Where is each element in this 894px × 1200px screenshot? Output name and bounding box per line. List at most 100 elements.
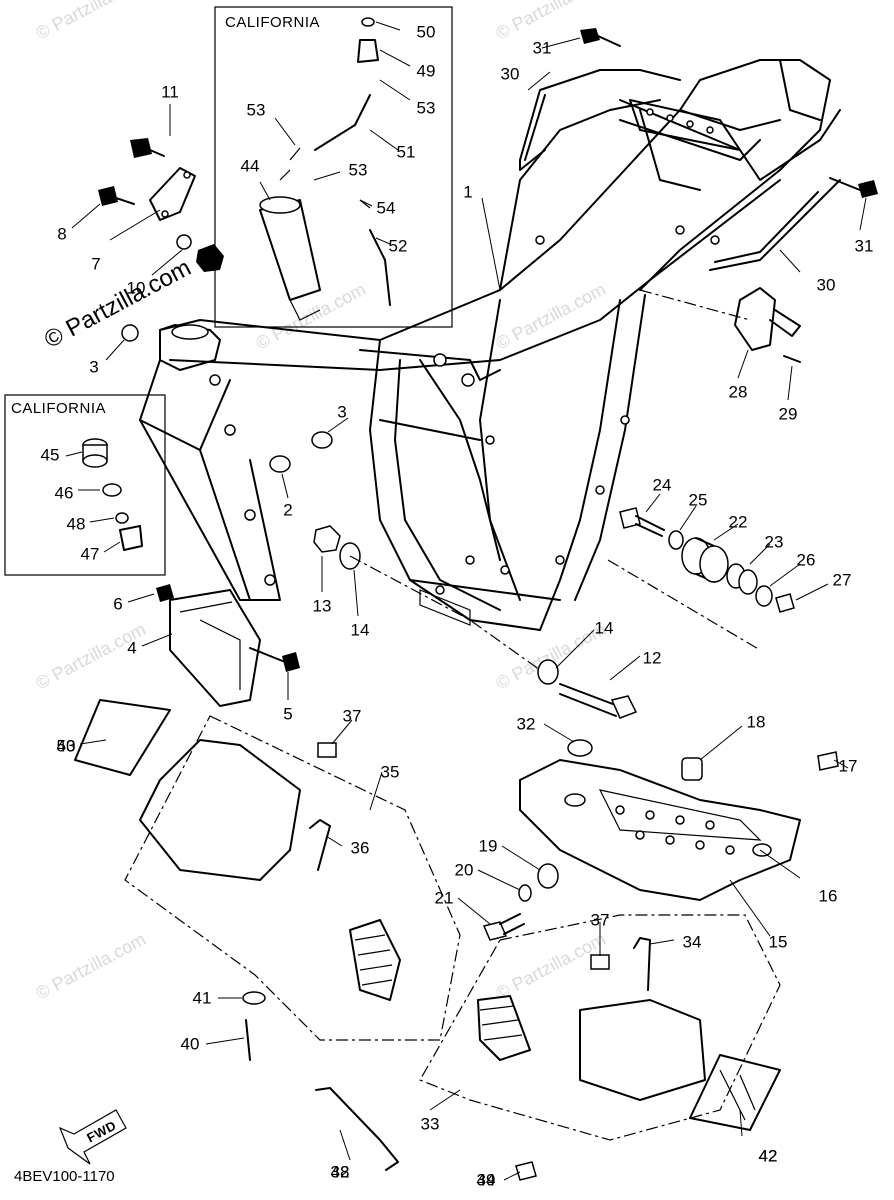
callout-18[interactable]: 18 <box>746 712 766 732</box>
callout-16[interactable]: 16 <box>818 886 838 906</box>
callout-48[interactable]: 48 <box>66 514 86 534</box>
callout-53-b[interactable]: 53 <box>246 100 266 120</box>
callout-37-a[interactable]: 37 <box>342 706 362 726</box>
callout-21[interactable]: 21 <box>434 888 454 908</box>
callout-7[interactable]: 7 <box>91 254 101 274</box>
callout-11[interactable]: 11 <box>161 82 179 102</box>
callout-4[interactable]: 4 <box>127 638 137 658</box>
bracket-axis-line <box>639 289 751 321</box>
callout-15[interactable]: 15 <box>768 932 788 952</box>
callout-3-center[interactable]: 3 <box>337 402 347 422</box>
damper-37b <box>590 954 610 970</box>
callout-22[interactable]: 22 <box>728 512 748 532</box>
damper-37a <box>317 742 337 758</box>
callout-17[interactable]: 17 <box>838 756 858 776</box>
grommet-32 <box>567 739 593 757</box>
callout-14-b[interactable]: 14 <box>594 618 614 638</box>
callout-10[interactable]: 10 <box>126 278 146 298</box>
callout-42[interactable]: 42 <box>758 1146 778 1166</box>
clip-34 <box>633 937 651 991</box>
callout-54[interactable]: 54 <box>376 198 396 218</box>
collar-20 <box>518 884 532 902</box>
mount-axis-line <box>349 555 541 671</box>
callout-46[interactable]: 46 <box>54 483 74 503</box>
callout-6[interactable]: 6 <box>113 594 123 614</box>
callout-30-right[interactable]: 30 <box>816 275 836 295</box>
bolt-21 <box>482 913 525 941</box>
callout-25[interactable]: 25 <box>688 490 708 510</box>
callout-39[interactable]: 44 <box>476 1170 496 1190</box>
callout-53-a[interactable]: 53 <box>416 98 436 118</box>
callout-32[interactable]: 32 <box>516 714 536 734</box>
callout-2[interactable]: 2 <box>283 500 293 520</box>
callout-24[interactable]: 24 <box>652 475 672 495</box>
callout-51[interactable]: 51 <box>396 142 416 162</box>
callout-5[interactable]: 5 <box>283 704 293 724</box>
clip-36 <box>309 819 331 871</box>
grommet-3-center <box>311 431 333 449</box>
callout-41[interactable]: 41 <box>192 988 212 1008</box>
callout-39[interactable]: 39 <box>476 1170 496 1190</box>
bolt-24 <box>619 507 665 537</box>
callout-44[interactable]: 44 <box>240 156 260 176</box>
callout-40[interactable]: 40 <box>180 1034 200 1054</box>
california-caption-top: CALIFORNIA <box>225 14 321 31</box>
callout-12[interactable]: 12 <box>642 648 662 668</box>
callout-43-label[interactable]: 43 <box>56 736 76 756</box>
grille-right <box>477 995 531 1061</box>
damper-17 <box>817 751 839 771</box>
side-cover-33 <box>579 999 706 1101</box>
callout-31-right[interactable]: 31 <box>854 236 874 256</box>
callout-38[interactable]: 42 <box>330 1162 350 1182</box>
seat-rail-bracket-left <box>519 69 681 171</box>
callout-35[interactable]: 35 <box>380 762 400 782</box>
callout-1[interactable]: 1 <box>463 182 473 202</box>
engine-bracket-4 <box>169 589 261 707</box>
callout-28[interactable]: 28 <box>728 382 748 402</box>
nut-27 <box>775 593 795 613</box>
callout-27[interactable]: 27 <box>832 570 852 590</box>
callout-8[interactable]: 8 <box>57 224 67 244</box>
callout-38[interactable]: 38 <box>330 1162 350 1182</box>
callout-37-b[interactable]: 37 <box>590 910 610 930</box>
callout-47[interactable]: 47 <box>80 544 100 564</box>
decal-42 <box>689 1054 781 1131</box>
callout-36[interactable]: 36 <box>350 838 370 858</box>
callout-23[interactable]: 23 <box>764 532 784 552</box>
washer-41 <box>242 991 266 1005</box>
callout-31-top[interactable]: 31 <box>532 38 552 58</box>
side-cover-35 <box>139 739 301 881</box>
svg-text:© Partzilla.com: © Partzilla.com <box>32 0 148 44</box>
callout-20[interactable]: 20 <box>454 860 474 880</box>
canister-44 <box>259 196 321 321</box>
fwd-arrow <box>58 1109 127 1165</box>
callout-49[interactable]: 49 <box>416 61 436 81</box>
callout-30-left[interactable]: 30 <box>500 64 520 84</box>
callout-14-a[interactable]: 14 <box>350 620 370 640</box>
bolt-31-right <box>829 177 878 198</box>
clamp-53 <box>279 147 301 181</box>
callout-3-left[interactable]: 3 <box>89 357 99 377</box>
bolt-8 <box>98 186 135 206</box>
svg-text:© Partzilla.com: © Partzilla.com <box>492 279 608 354</box>
callout-43[interactable]: 50 <box>56 736 76 756</box>
california-caption-left: CALIFORNIA <box>11 400 107 417</box>
callout-50[interactable]: 50 <box>416 22 436 42</box>
callout-33[interactable]: 33 <box>420 1114 440 1134</box>
callout-13[interactable]: 13 <box>312 596 332 616</box>
grommet-2 <box>269 455 291 473</box>
bracket-38 <box>315 1087 399 1171</box>
callout-lines <box>65 21 867 1181</box>
callout-42[interactable]: 42 <box>758 1146 778 1166</box>
callout-52[interactable]: 52 <box>388 236 408 256</box>
callout-19[interactable]: 19 <box>478 836 498 856</box>
callout-29[interactable]: 29 <box>778 404 798 424</box>
nut-13 <box>313 525 341 553</box>
callout-34[interactable]: 34 <box>682 932 702 952</box>
callout-53-c[interactable]: 53 <box>348 160 368 180</box>
callout-45[interactable]: 45 <box>40 445 60 465</box>
callout-26[interactable]: 26 <box>796 550 816 570</box>
washer-14b <box>537 659 559 685</box>
main-frame <box>139 59 841 631</box>
